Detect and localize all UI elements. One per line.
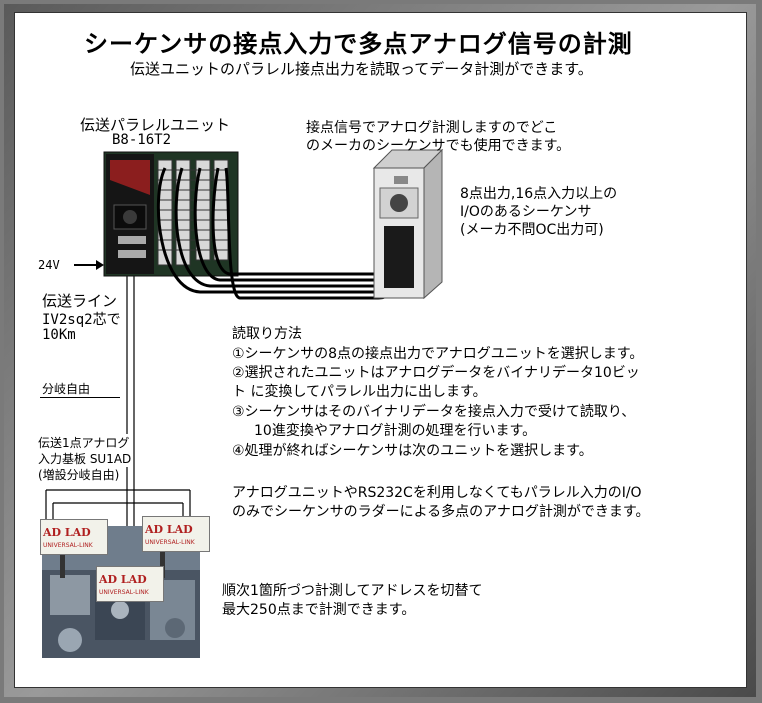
summary-line2: のみでシーケンサのラダーによる多点のアナログ計測ができます。 [232,504,650,520]
summary-line1: アナログユニットやRS232Cを利用しなくてもパラレル入力のI/O [232,485,642,501]
adlad-box-2: AD LAD UNIVERSAL-LINK [142,516,210,552]
adlad-box-3: AD LAD UNIVERSAL-LINK [96,566,164,602]
sequential-line1: 順次1箇所づつ計測してアドレスを切替て [222,583,483,599]
method-step2a: ②選択されたユニットはアナログデータをバイナリデータ10ビッ [232,365,640,381]
adlad-brand: AD LAD [145,523,193,536]
adlad-sub: UNIVERSAL-LINK [145,539,195,546]
parallel-cables [156,167,406,300]
adlad-brand: AD LAD [99,573,147,586]
board-label-3: (増設分岐自由) [38,466,120,483]
branch-divider [40,397,120,398]
method-heading: 読取り方法 [232,326,302,342]
page-subtitle: 伝送ユニットのパラレル接点出力を読取ってデータ計測ができます。 [130,60,593,78]
line-label-3: 10Km [40,327,78,343]
parallel-unit-label: 伝送パラレルユニット [80,116,231,134]
adlad-brand: AD LAD [43,526,91,539]
line-label-2: IV2sq2芯で [40,309,123,329]
method-step1: ①シーケンサの8点の接点出力でアナログユニットを選択します。 [232,346,644,362]
method-step3a: ③シーケンサはそのバイナリデータを接点入力で受けて読取り、 [232,404,636,420]
branch-label: 分岐自由 [42,382,91,396]
plc-note-line1: 接点信号でアナログ計測しますのでどこ [306,120,558,136]
power-arrow-icon [96,260,104,270]
adlad-sub: UNIVERSAL-LINK [43,542,93,549]
method-step4: ④処理が終ればシーケンサは次のユニットを選択します。 [232,443,593,459]
plc-spec-line1: 8点出力,16点入力以上の [460,186,618,202]
board-label-2: 入力基板 SU1AD [38,450,132,467]
plc-spec-line2: I/Oのあるシーケンサ [460,204,592,220]
power-label: 24V [38,258,60,272]
plc-note-line2: のメーカのシーケンサでも使用できます。 [306,138,571,154]
adlad-box-1: AD LAD UNIVERSAL-LINK [40,519,108,555]
line-label-1: 伝送ライン [40,290,120,311]
method-step2b: ト に変換してパラレル出力に出します。 [232,384,487,400]
adlad-sub: UNIVERSAL-LINK [99,589,149,596]
plc-device [372,148,444,300]
plc-spec-line3: (メーカ不問OC出力可) [460,222,604,238]
page-title: シーケンサの接点入力で多点アナログ信号の計測 [84,30,633,58]
method-step3b: 10進変換やアナログ計測の処理を行います。 [254,423,537,439]
board-label-1: 伝送1点アナログ [38,434,130,451]
parallel-unit-model: B8-16T2 [112,132,172,148]
sequential-line2: 最大250点まで計測できます。 [222,602,416,618]
